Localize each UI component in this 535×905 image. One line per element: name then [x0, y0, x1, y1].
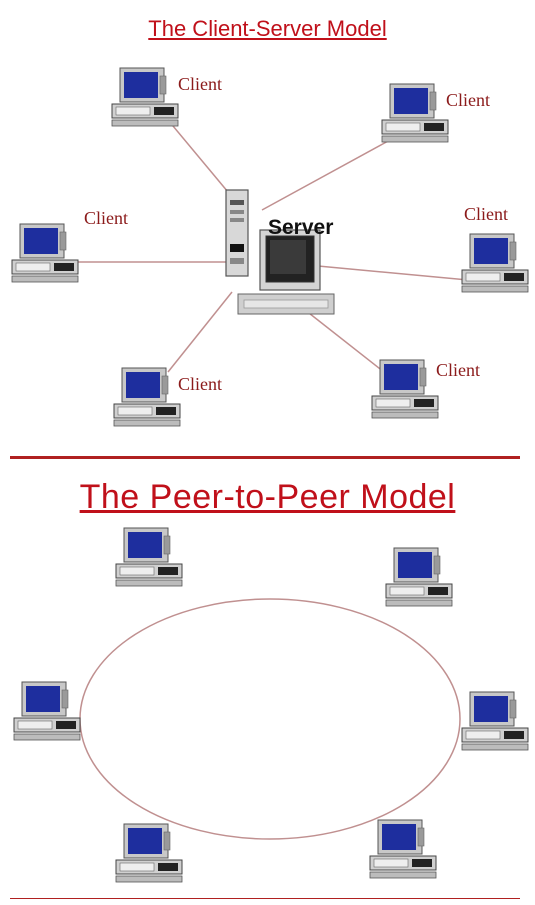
bottom-rule — [10, 898, 520, 899]
peer-pc-bottom-right — [368, 818, 438, 880]
client-label: Client — [178, 74, 222, 94]
desktop-computer-icon — [461, 233, 529, 293]
client-label: Client — [464, 204, 508, 224]
desktop-computer-icon — [115, 527, 183, 587]
client-pc-left — [10, 222, 80, 284]
client-label: Client — [436, 360, 480, 380]
link-client-bottom-left — [167, 291, 233, 373]
desktop-computer-icon — [11, 223, 79, 283]
link-client-right — [317, 265, 469, 281]
desktop-computer-icon — [371, 359, 439, 419]
client-label: Client — [446, 90, 490, 110]
desktop-computer-icon — [113, 367, 181, 427]
client-pc-bottom-left — [112, 366, 182, 428]
link-client-top-left — [167, 119, 229, 193]
desktop-computer-icon — [115, 823, 183, 883]
section-divider — [10, 456, 520, 459]
peer-pc-left — [12, 680, 82, 742]
link-client-bottom-right — [299, 305, 385, 373]
client-server-title: The Client-Server Model — [148, 16, 387, 41]
peer-ring — [79, 598, 461, 840]
desktop-computer-icon — [461, 691, 529, 751]
peer-pc-right — [460, 690, 530, 752]
desktop-computer-icon — [13, 681, 81, 741]
desktop-computer-icon — [369, 819, 437, 879]
client-pc-top-right — [380, 82, 450, 144]
server-node — [220, 186, 340, 320]
link-client-top-right — [261, 139, 391, 211]
desktop-computer-icon — [111, 67, 179, 127]
peer-to-peer-title: The Peer-to-Peer Model — [79, 478, 456, 516]
desktop-computer-icon — [385, 547, 453, 607]
peer-pc-top-right — [384, 546, 454, 608]
client-pc-bottom-right — [370, 358, 440, 420]
peer-pc-bottom-left — [114, 822, 184, 884]
client-pc-top-left — [110, 66, 180, 128]
server-monitor-icon — [237, 229, 335, 315]
desktop-computer-icon — [381, 83, 449, 143]
server-tower-icon — [225, 189, 249, 277]
client-label: Client — [178, 374, 222, 394]
server-label: Server — [268, 216, 334, 239]
peer-pc-top-left — [114, 526, 184, 588]
client-label: Client — [84, 208, 128, 228]
client-pc-right — [460, 232, 530, 294]
